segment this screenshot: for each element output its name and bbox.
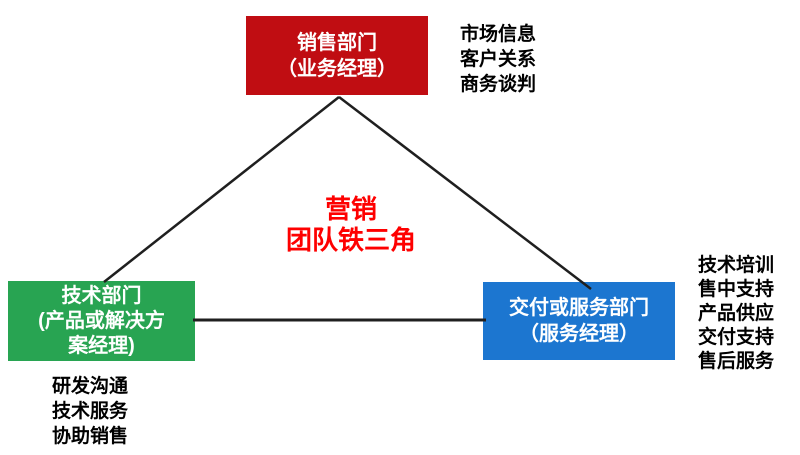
node-sales-title: 销售部门	[297, 31, 377, 54]
node-tech-title: 技术部门	[61, 284, 142, 307]
annotation-delivery-line3: 产品供应	[698, 303, 775, 324]
annotation-tech: 研发沟通 技术服务 协助销售	[52, 374, 128, 449]
annotation-delivery-line4: 交付支持	[698, 327, 775, 348]
node-tech-department: 技术部门 (产品或解决方 案经理)	[8, 281, 195, 361]
diagram-title-line1: 营销	[324, 194, 377, 224]
annotation-sales-line1: 市场信息	[460, 24, 537, 45]
node-sales-subtitle: （业务经理）	[277, 57, 397, 80]
node-delivery-title: 交付或服务部门	[509, 297, 649, 319]
annotation-delivery-line2: 售中支持	[698, 279, 775, 300]
annotation-delivery: 技术培训 售中支持 产品供应 交付支持 售后服务	[698, 254, 774, 374]
node-delivery-department: 交付或服务部门 （服务经理）	[483, 282, 675, 360]
annotation-tech-line1: 研发沟通	[52, 376, 129, 397]
node-sales-department: 销售部门 （业务经理）	[246, 16, 428, 95]
connector-sales-delivery	[338, 96, 592, 290]
annotation-sales: 市场信息 客户关系 商务谈判	[460, 22, 536, 97]
node-tech-subtitle-line2: 案经理)	[68, 334, 135, 357]
node-tech-subtitle-line1: (产品或解决方	[38, 309, 165, 332]
annotation-sales-line2: 客户关系	[460, 49, 537, 70]
annotation-tech-line3: 协助销售	[52, 426, 129, 447]
node-delivery-subtitle: （服务经理）	[519, 323, 639, 345]
annotation-delivery-line1: 技术培训	[698, 255, 775, 276]
diagram-title: 营销 团队铁三角	[251, 194, 451, 256]
annotation-sales-line3: 商务谈判	[460, 74, 537, 95]
annotation-tech-line2: 技术服务	[52, 401, 129, 422]
diagram-title-line2: 团队铁三角	[285, 225, 416, 255]
annotation-delivery-line5: 售后服务	[698, 351, 775, 372]
